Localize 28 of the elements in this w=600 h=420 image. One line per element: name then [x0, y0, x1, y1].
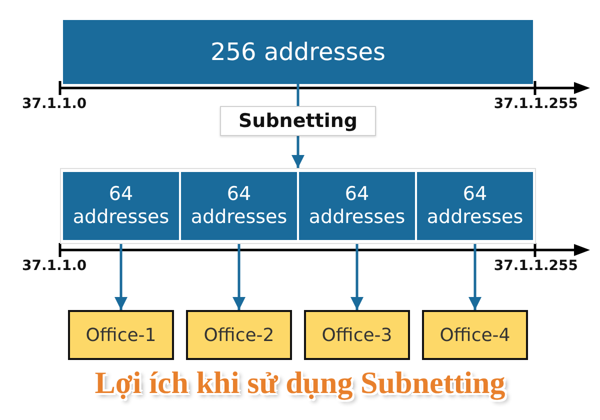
subnet-block — [299, 172, 415, 240]
process-label: Subnetting — [238, 110, 358, 132]
block-label: 64 addresses — [426, 183, 524, 229]
block-label: 64 addresses — [190, 183, 288, 229]
caption-text: Lợi ích khi sử dụng Subnetting — [94, 364, 506, 402]
subnet-row — [60, 168, 536, 244]
office-box — [304, 310, 410, 360]
office-label: Office-4 — [440, 324, 510, 346]
subnet-block — [417, 172, 533, 240]
block-label: 64 addresses — [72, 183, 170, 229]
subnet-block — [63, 172, 179, 240]
block-label: 64 addresses — [308, 183, 406, 229]
office-label: Office-3 — [322, 324, 392, 346]
office-label: Office-1 — [86, 324, 156, 346]
ip-address-label: 37.1.1.0 — [22, 96, 87, 113]
office-box — [68, 310, 174, 360]
address-block — [63, 20, 533, 84]
process-box — [220, 106, 376, 136]
ip-address-label: 37.1.1.0 — [22, 258, 87, 275]
connector-line — [296, 84, 300, 106]
subnet-block — [181, 172, 297, 240]
ip-address-label: 37.1.1.255 — [494, 96, 578, 113]
block-label: 256 addresses — [210, 38, 386, 66]
office-box — [186, 310, 292, 360]
arrow — [292, 136, 304, 168]
office-box — [422, 310, 528, 360]
ip-address-label: 37.1.1.255 — [494, 258, 578, 275]
office-label: Office-2 — [204, 324, 274, 346]
